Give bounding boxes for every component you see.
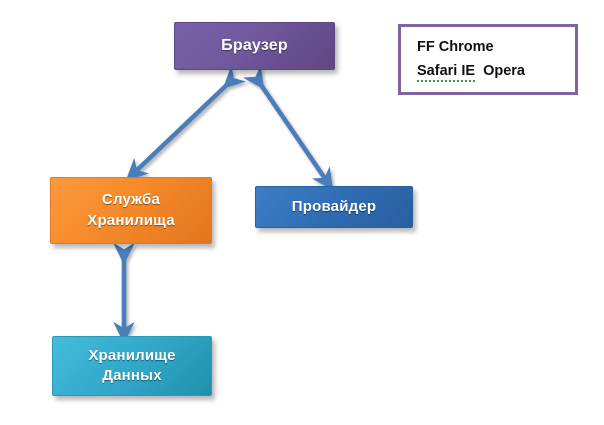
node-storage-service-label-line2: Хранилища [87, 211, 175, 229]
arrow-browser-provider [242, 65, 334, 191]
node-provider[interactable]: Провайдер [255, 186, 413, 228]
node-data-store-label-line1: Хранилище [88, 346, 176, 364]
browser-list-box[interactable]: FF Chrome Safari IE Opera [398, 24, 578, 95]
node-data-store-label-line2: Данных [102, 367, 162, 384]
node-storage-service[interactable]: Служба Хранилища [50, 177, 212, 244]
node-data-store[interactable]: Хранилище Данных [52, 336, 212, 396]
browser-list-opera-label: Opera [483, 62, 526, 79]
browser-list-line-2: Safari IE Opera [417, 60, 575, 84]
node-browser[interactable]: Браузер [174, 22, 335, 70]
node-browser-label: Браузер [221, 37, 288, 55]
spellcheck-marked-text: Safari IE [417, 62, 476, 82]
browser-list-line-1: FF Chrome [417, 39, 494, 55]
node-storage-service-label-line1: Служба [101, 191, 161, 209]
arrow-browser-storage-service [125, 65, 247, 181]
node-provider-label: Провайдер [291, 197, 377, 215]
browser-list-opera [475, 63, 483, 79]
